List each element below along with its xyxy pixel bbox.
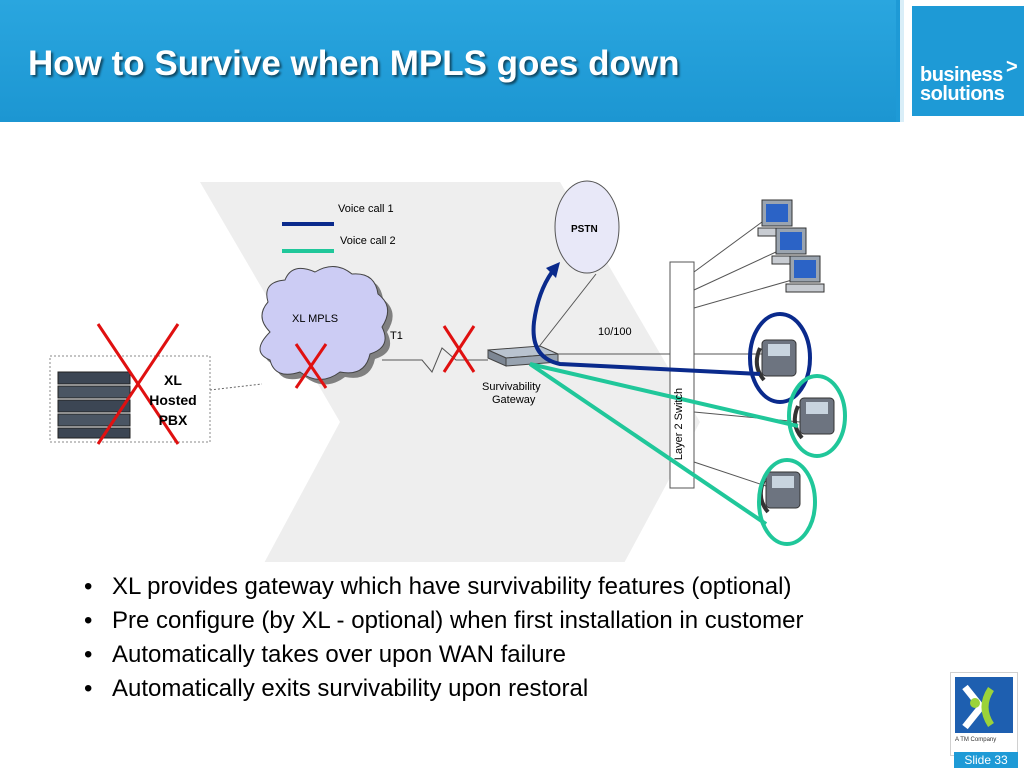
bullet-text: Automatically takes over upon WAN failur… <box>112 641 566 668</box>
brand-arrow-icon: > <box>1006 56 1018 78</box>
pbx-server-stack <box>57 371 131 439</box>
speed-label: 10/100 <box>598 326 632 338</box>
bullet-item: • Automatically exits survivability upon … <box>84 672 964 706</box>
bullet-icon: • <box>84 573 93 600</box>
pstn-label: PSTN <box>571 224 598 235</box>
title-bar <box>0 0 896 122</box>
switch-to-phone-3-link <box>693 461 767 487</box>
bullet-icon: • <box>84 607 93 634</box>
voice-call-2-phone-ring-2 <box>757 458 817 546</box>
brand-line-2: solutions <box>920 83 1005 105</box>
t1-x-mark-2 <box>442 325 476 373</box>
pbx-x-mark-2 <box>96 323 180 445</box>
brand-line-1: business <box>920 64 1003 86</box>
diagram-canvas <box>49 180 847 562</box>
pbx-label-line-2: Hosted <box>149 392 197 408</box>
voice-call-2-phone-ring-1 <box>787 374 847 458</box>
bullet-list: • XL provides gateway which have survivab… <box>84 570 964 706</box>
xl-logo-mark-icon <box>955 677 1013 733</box>
switch-to-pc-2-link <box>693 251 777 291</box>
pbx-label-line-1: XL <box>164 372 182 388</box>
layer-2-switch <box>669 261 695 489</box>
gateway-to-pstn-link <box>537 273 597 349</box>
gateway-label-2: Gateway <box>492 394 536 406</box>
voice-call-1-arrowhead <box>546 262 560 278</box>
t1-label: T1 <box>390 330 403 342</box>
voice-call-2-path-a <box>529 362 799 428</box>
t1-link <box>382 347 488 373</box>
header-banner: How to Survive when MPLS goes down busin… <box>0 0 1024 122</box>
gateway-label-1: Survivability <box>482 381 541 393</box>
voice-call-1-path <box>531 270 761 376</box>
ip-phone-icon-3 <box>758 471 801 514</box>
switch-to-pc-1-link <box>693 221 763 273</box>
ip-phone-icon-1 <box>754 339 797 382</box>
bullet-text: XL provides gateway which have survivabi… <box>112 573 792 600</box>
survivability-gateway <box>487 345 559 367</box>
voice-call-2-path-b <box>528 362 768 526</box>
slide-title: How to Survive when MPLS goes down <box>28 44 680 83</box>
brand-logo: business solutions > <box>900 0 1024 122</box>
network-diagram: Voice call 1 Voice call 2 PSTN XL MPLS T… <box>0 122 1024 562</box>
bullet-text: Automatically exits survivability upon r… <box>112 675 589 702</box>
xl-logo: A TM Company <box>950 672 1018 756</box>
voice-call-1-phone-ring <box>748 312 812 404</box>
brand-panel: business solutions > <box>912 6 1024 116</box>
ip-phone-icon-2 <box>792 397 835 440</box>
legend-label-voice-call-2: Voice call 2 <box>340 235 396 247</box>
switch-label: Layer 2 Switch <box>673 387 685 461</box>
switch-to-pc-3-link <box>693 279 793 309</box>
bullet-item: • Automatically takes over upon WAN failu… <box>84 638 964 672</box>
bullet-text: Pre configure (by XL - optional) when fi… <box>112 607 804 634</box>
pc-icon-3 <box>785 255 825 293</box>
legend-label-voice-call-1: Voice call 1 <box>338 203 394 215</box>
pstn-cloud <box>554 180 620 274</box>
bullet-item: • XL provides gateway which have survivab… <box>84 570 964 604</box>
slide-number: Slide 33 <box>954 752 1018 768</box>
mpls-x-mark-2 <box>294 343 328 389</box>
bullet-icon: • <box>84 675 93 702</box>
brand-text: business solutions <box>920 64 1005 105</box>
pbx-to-mpls-link <box>209 383 263 391</box>
mpls-label: XL MPLS <box>292 313 339 325</box>
bullet-item: • Pre configure (by XL - optional) when f… <box>84 604 964 638</box>
mpls-cloud <box>259 266 393 385</box>
pbx-label-line-3: PBX <box>158 412 188 428</box>
bullet-icon: • <box>84 641 93 668</box>
logo-subtext: A TM Company <box>955 737 997 743</box>
background-chevron <box>200 182 700 562</box>
pbx-label: XL Hosted PBX <box>138 370 208 430</box>
